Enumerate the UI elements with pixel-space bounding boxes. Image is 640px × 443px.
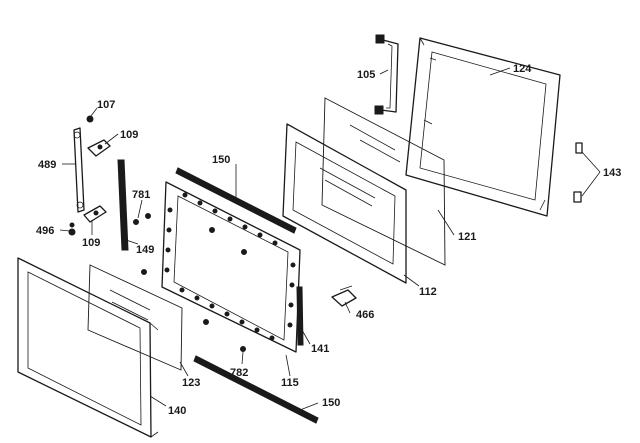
label-115: 115 — [281, 377, 299, 389]
part-109-hinge-bracket-upper — [87, 139, 111, 157]
label-112: 112 — [419, 286, 437, 298]
part-123-outer-glass — [87, 264, 183, 371]
part-143-clips — [573, 142, 583, 203]
part-489-hinge-arm — [73, 127, 85, 213]
part-150-gasket-bottom — [193, 355, 319, 424]
label-143: 143 — [603, 167, 621, 179]
frame-bolt-row-bottom — [179, 287, 275, 341]
part-115-door-frame — [161, 181, 301, 353]
part-466-bracket — [331, 285, 357, 307]
part-141-side-strip — [296, 286, 304, 346]
leader-lines — [59, 67, 601, 411]
label-109-upper: 109 — [120, 129, 138, 141]
label-124: 124 — [513, 63, 532, 75]
frame-bolt-column-left — [164, 207, 173, 273]
label-141: 141 — [311, 343, 329, 355]
part-781-screws — [133, 213, 151, 275]
label-466: 466 — [356, 309, 374, 321]
label-123: 123 — [182, 377, 200, 389]
part-149-vertical-strip — [117, 159, 129, 251]
label-140: 140 — [168, 405, 186, 417]
frame-bolt-column-right — [287, 262, 296, 328]
label-150-top: 150 — [212, 154, 230, 166]
label-150-bottom: 150 — [322, 397, 340, 409]
part-140-outer-panel — [17, 257, 159, 438]
frame-bolt-row-top — [182, 192, 278, 246]
label-496: 496 — [36, 225, 54, 237]
part-150-gasket-top — [175, 167, 297, 234]
part-782-screw — [240, 346, 246, 352]
label-149: 149 — [136, 244, 154, 256]
label-109-lower: 109 — [82, 237, 100, 249]
callout-labels: 105 124 107 109 489 150 143 781 496 109 … — [36, 63, 621, 417]
label-121: 121 — [458, 231, 476, 243]
part-112-door-liner — [282, 123, 407, 284]
label-107: 107 — [97, 99, 115, 111]
part-105-door-handle — [374, 34, 399, 115]
part-109-hinge-bracket-lower — [83, 205, 107, 223]
label-782: 782 — [230, 367, 248, 379]
part-107-screw — [86, 115, 94, 123]
label-489: 489 — [38, 159, 56, 171]
label-105: 105 — [357, 69, 375, 81]
label-781: 781 — [132, 189, 150, 201]
part-124-outer-door-frame — [405, 37, 561, 217]
part-496-screw — [68, 222, 76, 236]
